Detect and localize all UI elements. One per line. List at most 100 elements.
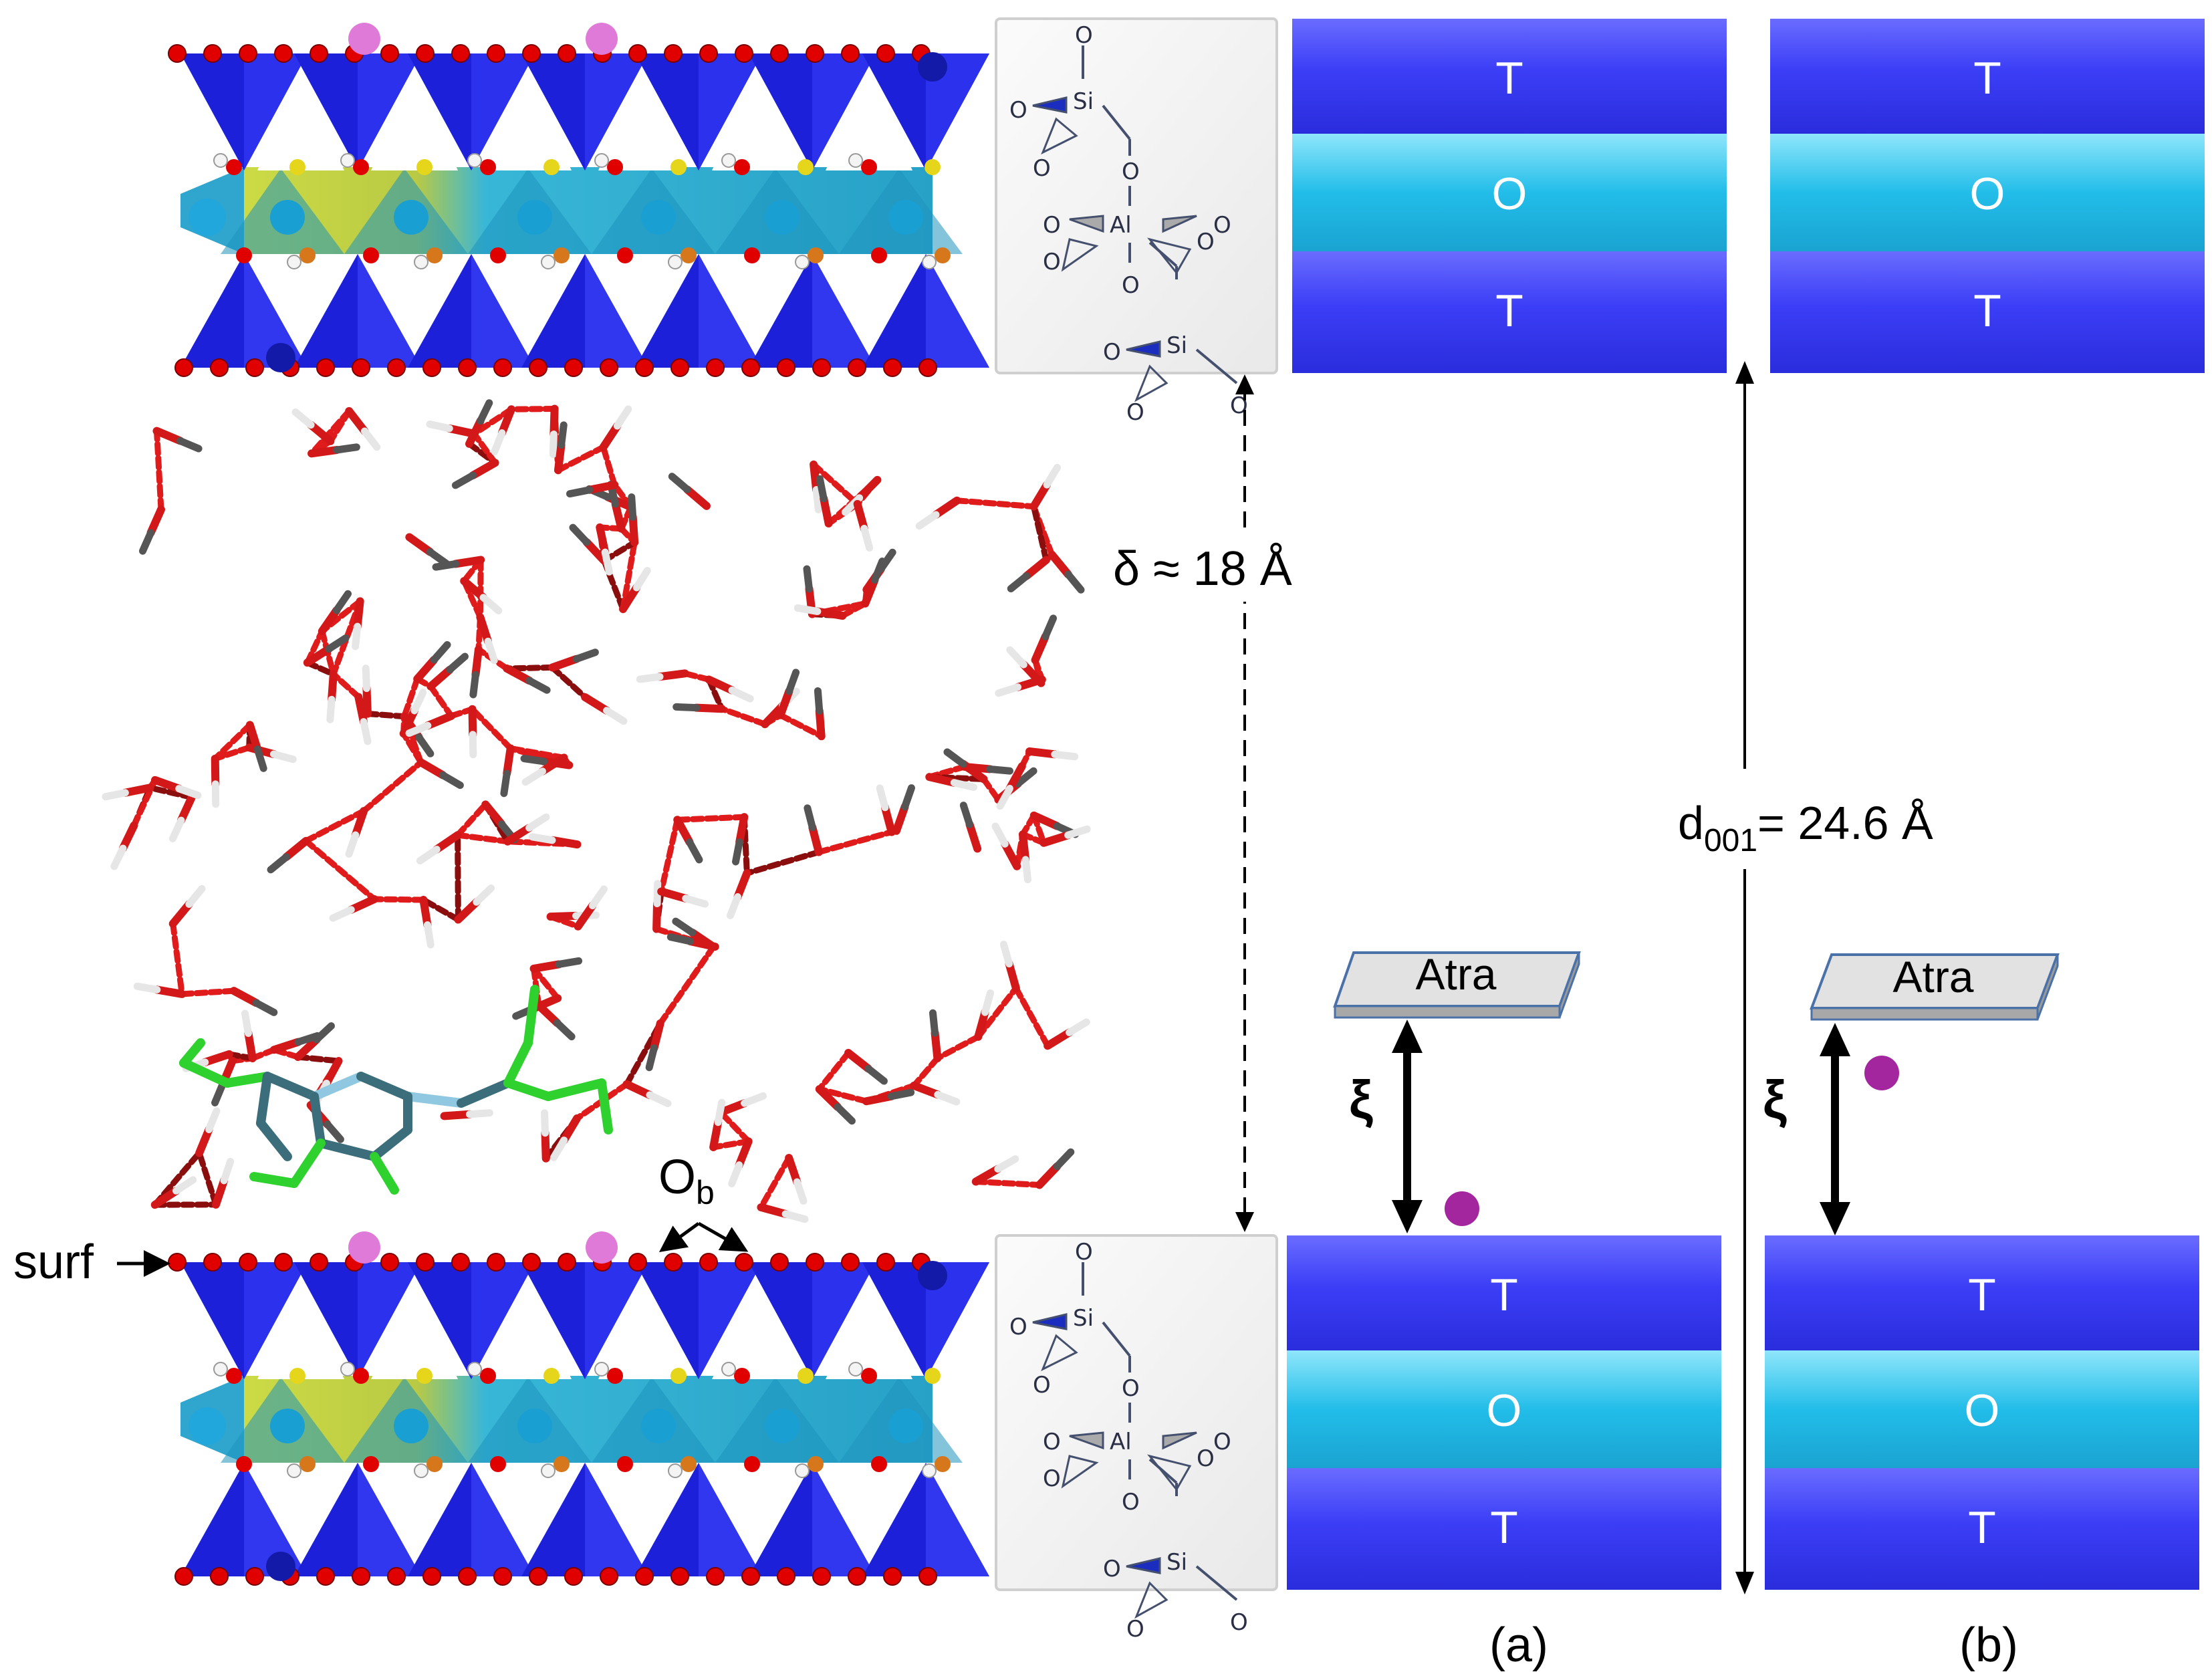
atrazine-bond [597, 1078, 613, 1134]
oxygen-atom [564, 358, 583, 377]
octahedral-cation [641, 200, 676, 235]
hydrogen-stick [253, 745, 267, 772]
hydrogen-stick [1041, 614, 1058, 640]
oh-bond [497, 405, 515, 437]
atrazine-bond [263, 1072, 319, 1101]
hydrogen-bond [364, 711, 408, 720]
oh-bond [150, 1187, 180, 1209]
hydrogen-stick [666, 933, 695, 945]
oxygen-atom [848, 358, 866, 377]
oxygen-atom [451, 44, 470, 63]
hydrogen-atom [668, 1463, 683, 1478]
sheet-gap [826, 254, 912, 351]
hydrogen-bond [303, 838, 378, 903]
hydrogen-stick [405, 721, 432, 737]
hydrogen-stick [1066, 1018, 1090, 1036]
oxygen-atom [735, 1253, 753, 1272]
oh-bond [460, 577, 488, 602]
hydrogen-stick [553, 1019, 576, 1041]
oh-bond [892, 802, 909, 835]
hydrogen-stick [211, 1080, 227, 1106]
inset-wedge [1061, 1455, 1099, 1489]
octahedral-cation [888, 200, 923, 235]
oh-bond [146, 505, 165, 537]
atrazine-bond [179, 1058, 232, 1088]
hydrogen-stick [668, 473, 691, 493]
apical-atom [363, 1456, 379, 1472]
hydrogen-stick [672, 917, 697, 937]
hydrogen-stick [525, 677, 551, 694]
apical-atom [871, 247, 887, 263]
tetrahedron-face [358, 53, 421, 170]
oh-bond [1005, 762, 1026, 793]
hydrogen-bond [170, 921, 185, 997]
o-layer [1765, 1350, 2199, 1468]
oxygen-atom [812, 1567, 831, 1586]
edge-atom [918, 52, 947, 82]
inset-atom-label: O [1230, 1609, 1248, 1636]
inset-wedge [1041, 117, 1078, 155]
hydrogen-stick [645, 1044, 658, 1072]
hydrogen-stick [415, 733, 435, 757]
hydrogen-stick [986, 765, 1013, 775]
t-layer [1765, 1235, 2199, 1350]
oh-bond [1001, 840, 1021, 870]
sheet-gap [485, 1463, 572, 1560]
oxygen-atom [522, 1253, 541, 1272]
t-layer [1287, 1235, 1721, 1350]
tetrahedron-face [471, 53, 535, 170]
atrazine-bond [223, 1072, 272, 1088]
tetrahedron-face [358, 1463, 421, 1576]
oh-bond [541, 1128, 550, 1163]
oxygen-atom [699, 44, 718, 63]
hydrogen-stick [929, 1009, 939, 1037]
oh-bond [269, 1038, 303, 1054]
oh-bond [1048, 550, 1072, 579]
oh-bond [932, 496, 961, 519]
hydrogen-atom [541, 255, 556, 269]
hydrogen-bond [816, 829, 895, 856]
oh-bond [433, 831, 462, 854]
inset-atom-label: Si [1166, 1549, 1187, 1576]
oh-bond [705, 675, 736, 695]
oh-bond [476, 613, 493, 646]
oxygen-atom [841, 44, 860, 63]
apical-atom [935, 1456, 951, 1472]
hydrogen-bond [471, 431, 499, 466]
inset-frame [995, 1234, 1278, 1591]
d001-arrowhead-top [1735, 361, 1754, 384]
panel-a-adsorption: Atra ξ [1333, 949, 1581, 1233]
atra-box: Atra [1333, 949, 1581, 1019]
oh-bond [581, 693, 611, 715]
oxygen-atom [174, 358, 193, 377]
tetrahedron-face [585, 254, 648, 368]
oxygen-atom [918, 358, 937, 377]
tetrahedron-face [471, 254, 535, 368]
sheet-gap [485, 74, 572, 170]
tetrahedron-face [812, 1262, 876, 1379]
oh-bond [619, 583, 641, 614]
hydrogen-stick [632, 567, 651, 592]
oh-bond [733, 869, 751, 901]
hydrogen-bond [757, 1155, 792, 1211]
ion-marker [1864, 1056, 1899, 1090]
hydrogen-stick [220, 1157, 235, 1185]
hydrogen-bond [710, 1138, 752, 1151]
oxygen-atom [493, 1567, 512, 1586]
tetrahedron-face [812, 254, 876, 368]
hydrogen-stick [1051, 750, 1079, 761]
oh-bond [121, 784, 154, 797]
edge-atom [266, 343, 295, 372]
oh-bond [419, 896, 432, 929]
o-layer [1770, 134, 2205, 251]
inset-atom-label: O [1009, 1314, 1027, 1340]
inset-wedge [1126, 1557, 1161, 1574]
sheet-gap [485, 254, 572, 351]
apical-atom [744, 247, 760, 263]
hydrogen-atom [848, 1362, 863, 1377]
oh-bond [974, 1008, 989, 1041]
hydrogen-atom [213, 153, 228, 168]
sheet-gap [712, 1463, 799, 1560]
oh-bond [757, 1203, 790, 1218]
